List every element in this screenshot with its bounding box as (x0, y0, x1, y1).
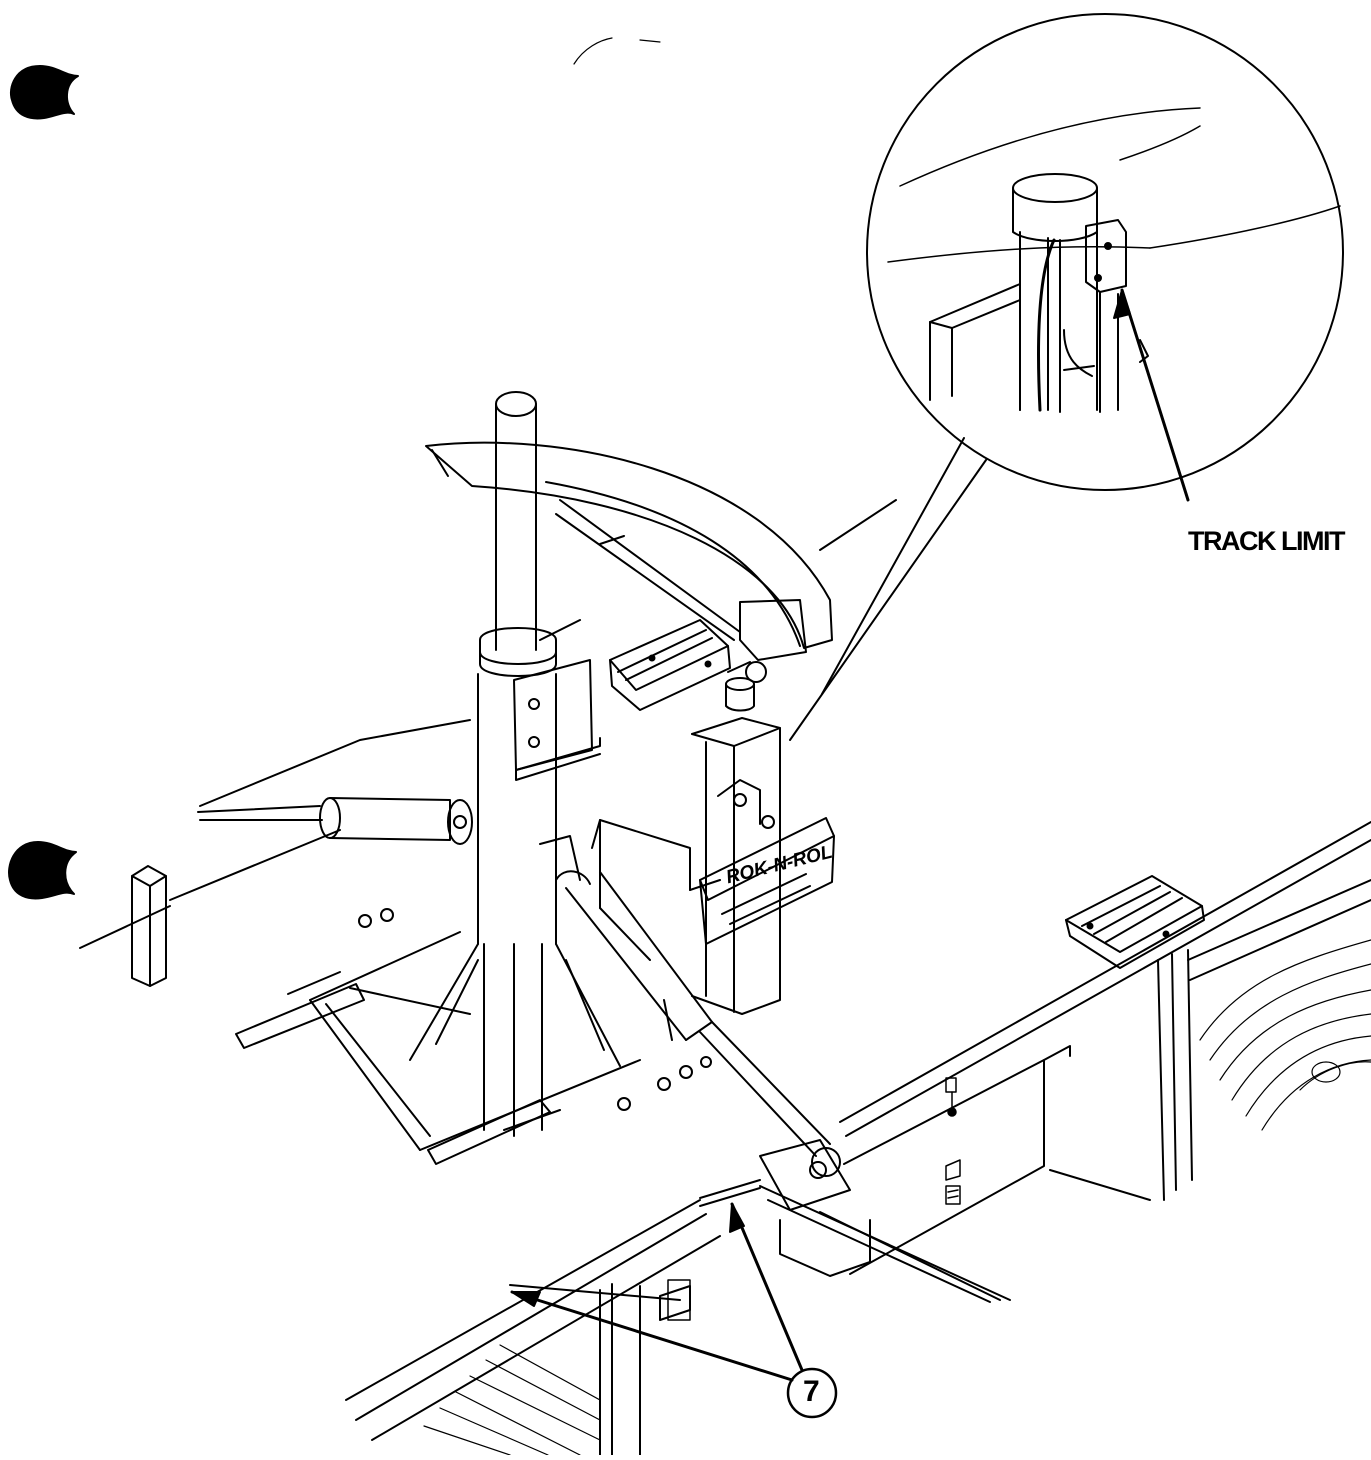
hinge-link (699, 1139, 851, 1211)
hydraulic-cylinder (197, 797, 473, 845)
wheel-well (1199, 939, 1371, 1131)
binder-hole-icon (10, 65, 79, 120)
callout-number: 7 (803, 1375, 820, 1408)
square-post (131, 865, 167, 987)
callout-circle (786, 1367, 838, 1419)
base-frame (235, 931, 641, 1165)
track-limit-label: TRACK LIMIT (1188, 526, 1345, 556)
step-plate-lower (1065, 875, 1205, 969)
arc-track (425, 441, 833, 683)
limit-post (691, 677, 835, 1015)
storage-bin (591, 819, 721, 961)
binder-hole-icon (8, 841, 77, 900)
diagonal-cylinder (539, 835, 831, 1157)
jack-column (409, 391, 621, 1137)
step-plate (609, 619, 731, 711)
truck-side (345, 821, 1371, 1456)
callout-leaders (510, 1202, 838, 1419)
lower-hatch (423, 1344, 601, 1456)
control-symbols (667, 1077, 961, 1321)
detail-circle (866, 13, 1344, 491)
